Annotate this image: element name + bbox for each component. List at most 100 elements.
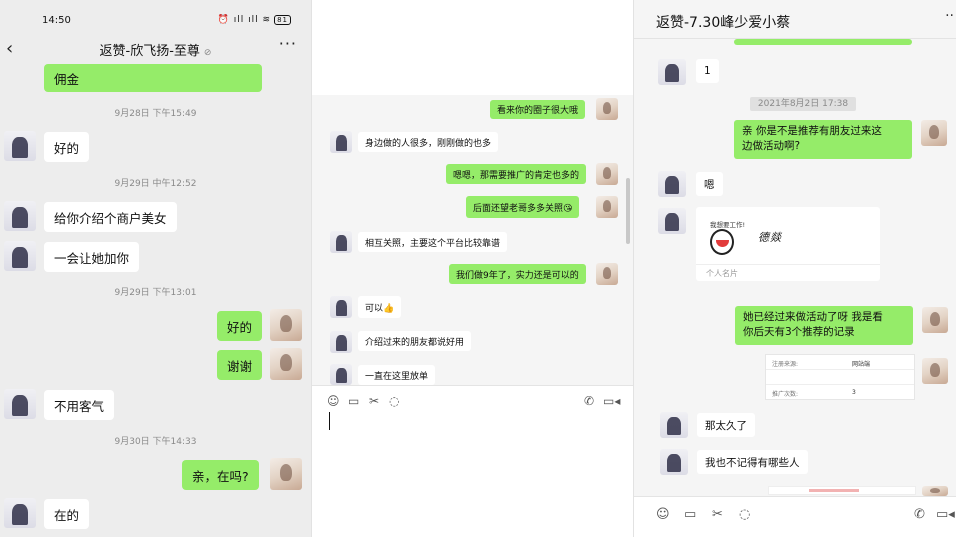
user-avatar[interactable] bbox=[270, 348, 302, 380]
chat-title-text: 返赞-欣飞扬-至尊 bbox=[99, 44, 200, 59]
video-icon[interactable]: ▭◂ bbox=[936, 507, 955, 522]
scrollbar-thumb[interactable] bbox=[626, 178, 630, 244]
card-caption: 我想要工作! bbox=[710, 221, 746, 229]
scissors-icon[interactable]: ✂ bbox=[712, 507, 723, 522]
message-bubble[interactable]: 亲 你是不是推荐有朋友过来这 边做活动啊? bbox=[734, 120, 912, 159]
contact-avatar[interactable] bbox=[330, 296, 352, 318]
user-avatar[interactable] bbox=[921, 120, 947, 146]
desktop-chat-panel-1: 看来你的圈子很大哦 身边做的人很多，刚刚做的也多 嗯嗯，那需要推广的肯定也多的 … bbox=[311, 0, 633, 537]
message-input-area[interactable]: ☺ ▭ ✂ ◌ ✆ ▭◂ bbox=[634, 496, 956, 537]
contact-card[interactable]: 我想要工作! 德燚 个人名片 bbox=[696, 207, 880, 281]
signal-icons: ⏰ ıll ıll ≋ bbox=[217, 15, 272, 25]
image-message-partial[interactable] bbox=[768, 486, 916, 495]
back-icon[interactable]: ‹ bbox=[6, 38, 14, 59]
header-divider bbox=[634, 38, 956, 39]
contact-avatar[interactable] bbox=[330, 364, 352, 385]
contact-avatar[interactable] bbox=[4, 389, 36, 419]
message-bubble[interactable]: 身边做的人很多，刚刚做的也多 bbox=[358, 132, 499, 152]
message-timestamp: 2021年8月2日 17:38 bbox=[750, 97, 856, 111]
scissors-icon[interactable]: ✂ bbox=[369, 394, 380, 408]
mute-icon: ⊘ bbox=[203, 48, 212, 58]
battery-icon: 81 bbox=[274, 15, 291, 25]
message-bubble[interactable]: 亲，在吗? bbox=[182, 460, 259, 490]
more-icon[interactable]: ··· bbox=[278, 34, 297, 53]
message-bubble[interactable]: 介绍过来的朋友都说好用 bbox=[358, 331, 472, 351]
message-bubble[interactable]: 好的 bbox=[44, 132, 90, 162]
contact-avatar[interactable] bbox=[4, 201, 36, 231]
message-timestamp: 9月28日 下午15:49 bbox=[114, 109, 197, 119]
message-bubble[interactable]: 嗯嗯，那需要推广的肯定也多的 bbox=[446, 164, 587, 184]
status-bar: 14:50 ⏰ ıll ıll ≋81 bbox=[0, 10, 311, 30]
message-bubble[interactable]: 1 bbox=[696, 59, 719, 83]
contact-avatar[interactable] bbox=[330, 131, 352, 153]
contact-avatar[interactable] bbox=[4, 131, 36, 161]
message-bubble[interactable]: 佣金 bbox=[44, 64, 262, 92]
phone-icon[interactable]: ✆ bbox=[914, 507, 925, 522]
desktop-chat-panel-2: 返赞-7.30峰少爱小蔡 ·· 1 2021年8月2日 17:38 亲 你是不是… bbox=[633, 0, 956, 537]
user-avatar[interactable] bbox=[596, 163, 618, 185]
chat-history-icon[interactable]: ◌ bbox=[389, 394, 400, 408]
status-time: 14:50 bbox=[42, 15, 71, 26]
message-bubble[interactable]: 嗯 bbox=[696, 172, 723, 196]
user-avatar[interactable] bbox=[922, 307, 948, 333]
message-bubble-partial[interactable] bbox=[734, 39, 912, 45]
folder-icon[interactable]: ▭ bbox=[348, 394, 360, 408]
chat-title: 返赞-7.30峰少爱小蔡 bbox=[656, 15, 791, 31]
user-avatar[interactable] bbox=[922, 486, 948, 496]
message-bubble[interactable]: 看来你的圈子很大哦 bbox=[490, 100, 586, 119]
table-row bbox=[766, 370, 914, 385]
message-bubble[interactable]: 一直在这里放单 bbox=[358, 365, 436, 385]
more-icon[interactable]: ·· bbox=[945, 8, 954, 24]
emoji-icon[interactable]: ☺ bbox=[656, 507, 670, 522]
contact-avatar[interactable] bbox=[660, 412, 688, 438]
message-bubble[interactable]: 在的 bbox=[44, 499, 90, 529]
contact-avatar[interactable] bbox=[4, 241, 36, 271]
table-cell: 注册来源: bbox=[772, 361, 799, 368]
message-bubble[interactable]: 我也不记得有哪些人 bbox=[697, 450, 808, 474]
emoji-icon[interactable]: ☺ bbox=[327, 394, 340, 408]
table-row: 注册来源: 网站端 bbox=[766, 355, 914, 370]
card-type-label: 个人名片 bbox=[706, 269, 738, 278]
user-avatar[interactable] bbox=[922, 358, 948, 384]
message-bubble[interactable]: 相互关照，主要这个平台比较靠谱 bbox=[358, 232, 508, 252]
contact-avatar[interactable] bbox=[658, 208, 686, 234]
message-input-area[interactable]: ☺ ▭ ✂ ◌ ✆ ▭◂ bbox=[312, 385, 633, 537]
contact-avatar[interactable] bbox=[4, 498, 36, 528]
contact-avatar[interactable] bbox=[330, 231, 352, 253]
phone-chat-panel: 14:50 ⏰ ıll ıll ≋81 ‹ 返赞-欣飞扬-至尊⊘ ··· 佣金 … bbox=[0, 0, 311, 537]
table-cell: 推广次数: bbox=[772, 391, 799, 398]
cartoon-avatar-icon bbox=[710, 229, 734, 255]
message-bubble[interactable]: 那太久了 bbox=[697, 413, 755, 437]
message-bubble[interactable]: 一会让她加你 bbox=[44, 242, 140, 272]
user-avatar[interactable] bbox=[596, 98, 618, 120]
chat-history-icon[interactable]: ◌ bbox=[739, 507, 751, 522]
folder-icon[interactable]: ▭ bbox=[684, 507, 697, 522]
chat-header: ‹ 返赞-欣飞扬-至尊⊘ ··· bbox=[0, 32, 311, 64]
message-line: 你后天有3个推荐的记录 bbox=[743, 326, 855, 338]
message-bubble[interactable]: 她已经过来做活动了呀 我是看 你后天有3个推荐的记录 bbox=[735, 306, 913, 345]
contact-avatar[interactable] bbox=[660, 449, 688, 475]
message-bubble[interactable]: 不用客气 bbox=[44, 390, 115, 420]
record-screenshot-image[interactable]: 注册来源: 网站端 推广次数: 3 bbox=[765, 354, 915, 400]
user-avatar[interactable] bbox=[270, 458, 302, 490]
card-divider bbox=[696, 264, 880, 265]
message-bubble[interactable]: 后面还望老哥多多关照😘 bbox=[466, 196, 580, 218]
message-bubble[interactable]: 好的 bbox=[217, 311, 263, 341]
message-bubble[interactable]: 可以👍 bbox=[358, 296, 402, 318]
contact-avatar[interactable] bbox=[658, 59, 686, 85]
user-avatar[interactable] bbox=[596, 263, 618, 285]
table-cell: 网站端 bbox=[852, 361, 871, 368]
contact-avatar[interactable] bbox=[330, 331, 352, 353]
message-bubble[interactable]: 我们做9年了，实力还是可以的 bbox=[449, 264, 586, 284]
message-bubble[interactable]: 给你介绍个商户美女 bbox=[44, 202, 177, 232]
card-name: 德燚 bbox=[758, 231, 782, 244]
phone-icon[interactable]: ✆ bbox=[584, 394, 595, 408]
user-avatar[interactable] bbox=[270, 309, 302, 341]
message-line: 她已经过来做活动了呀 我是看 bbox=[743, 311, 883, 323]
video-icon[interactable]: ▭◂ bbox=[603, 394, 621, 408]
contact-avatar[interactable] bbox=[658, 171, 686, 197]
user-avatar[interactable] bbox=[596, 196, 618, 218]
message-line: 亲 你是不是推荐有朋友过来这 bbox=[742, 125, 882, 137]
message-bubble[interactable]: 谢谢 bbox=[217, 350, 263, 380]
table-cell: 3 bbox=[852, 389, 856, 396]
